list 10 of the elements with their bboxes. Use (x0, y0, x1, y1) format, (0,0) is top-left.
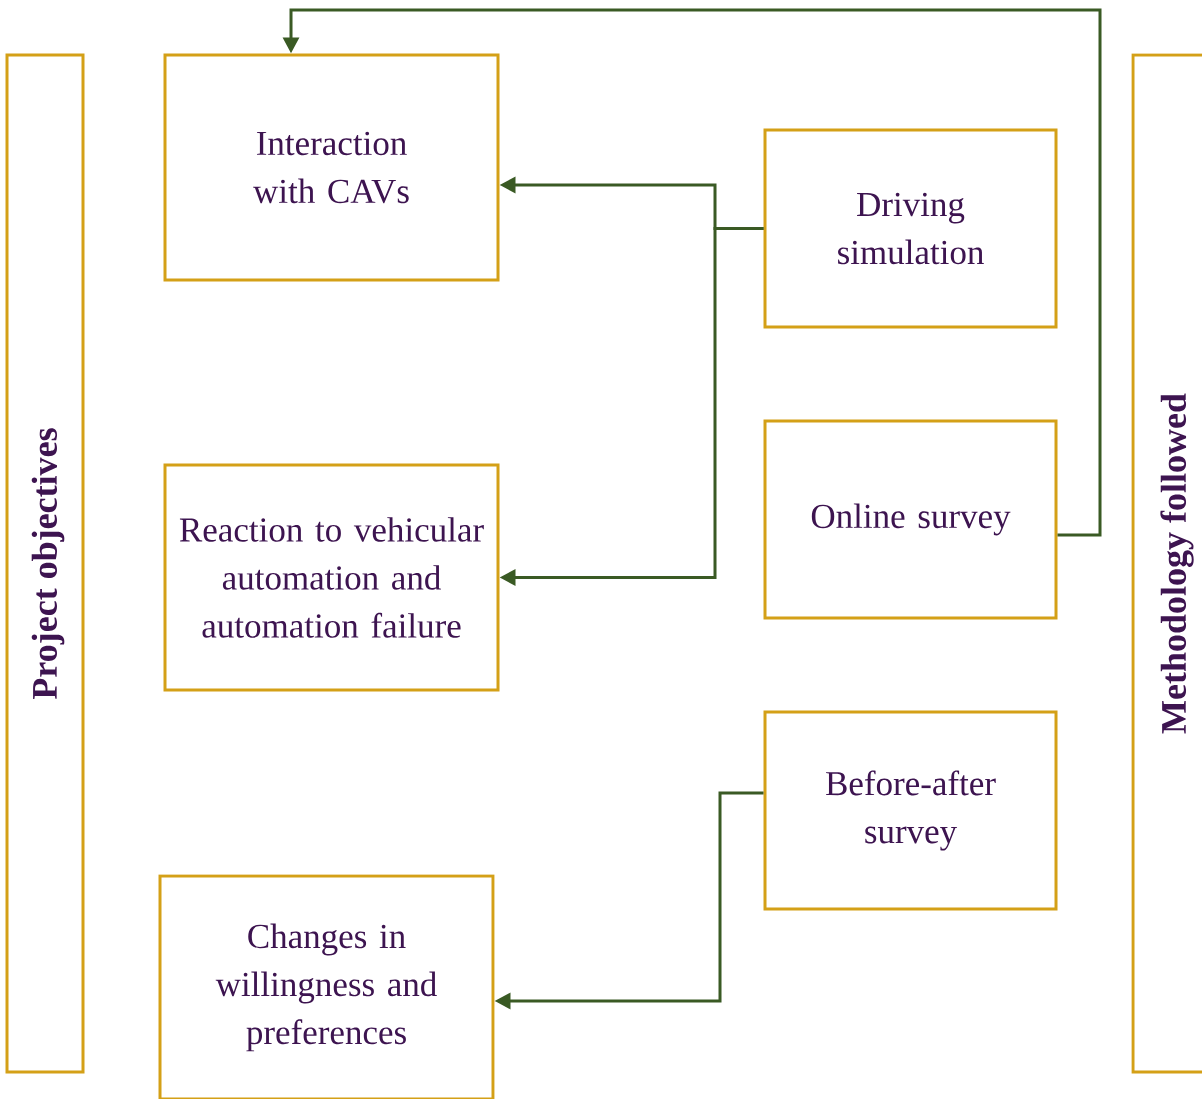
process-box: Driving simulation (763, 128, 1058, 329)
vertical-band (5, 53, 85, 1074)
process-box: Interaction with CAVs (163, 53, 500, 282)
band-title: Methodology followed (1160, 393, 1194, 734)
process-box: Before-after survey (763, 710, 1058, 911)
process-box: Reaction to vehicular automation and automation failure (163, 463, 500, 692)
process-box: Changes in willingness and preferences (158, 874, 495, 1099)
process-box: Online survey (763, 419, 1058, 620)
band-title: Project objectives (31, 428, 65, 699)
vertical-band (1131, 53, 1202, 1074)
